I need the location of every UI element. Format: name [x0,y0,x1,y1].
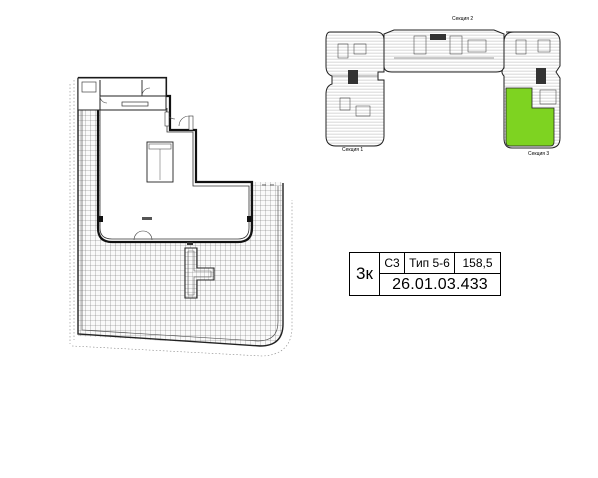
door-swing-icon [99,95,108,104]
door-swing-icon [141,87,151,97]
door-swing-icon [178,115,190,127]
highlighted-apartment[interactable] [505,87,555,147]
terrace-outline [77,78,284,347]
key-plan-section-2[interactable] [383,29,505,73]
exterior-wall [78,76,254,244]
terrace-planter-inner [187,250,212,296]
key-plan-label-section-1: Секция 1 [342,147,364,153]
door-swing-icon [133,230,144,241]
column [247,216,252,222]
key-plan [325,29,561,149]
apartment-area: 158,5 [455,253,500,274]
drain [187,242,193,245]
floor-plan [69,76,293,357]
key-plan-section-3[interactable] [501,31,561,149]
apartment-code: 26.01.03.433 [392,275,488,293]
radiator [142,217,152,220]
kitchen-counter [121,101,149,107]
door-frame [188,115,194,131]
guide-line-left [69,80,75,344]
column [98,216,103,222]
shaft [81,81,97,93]
door-swing-icon [142,230,153,241]
terrace-planter [184,247,215,299]
guide-line-bottom [71,200,293,357]
apartment-type: Тип 5-6 [405,253,455,274]
terrace-outline-inner [81,110,279,342]
key-plan-section-1[interactable] [325,31,385,147]
rooms-count: 3к [350,253,380,295]
exterior-wall-inner [99,108,250,240]
apartment-floor [100,110,250,240]
key-plan-label-section-2: Секция 2 [452,16,474,22]
section-number: С3 [380,253,405,274]
apartment-info-table: 3к С3 Тип 5-6 158,5 26.01.03.433 [349,252,501,296]
door-frame [164,111,170,127]
key-plan-label-section-3: Секция 3 [528,151,550,157]
terrace-paving [78,110,282,346]
kitchen-island-top [148,143,172,150]
